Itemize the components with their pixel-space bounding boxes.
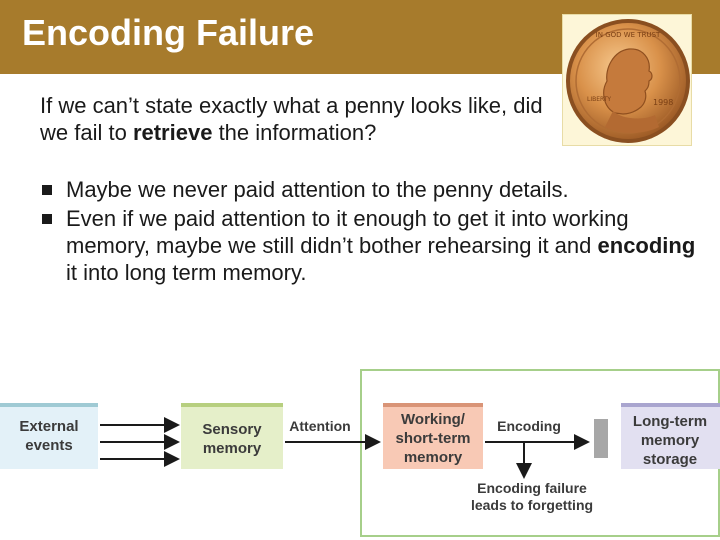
bullet-square-icon (42, 185, 52, 195)
sensory-memory-line2: memory (203, 440, 262, 457)
retrieve-emphasis: retrieve (132, 120, 213, 145)
slide-title: Encoding Failure (22, 12, 315, 53)
encoding-block (594, 419, 608, 458)
working-memory-box (383, 405, 483, 469)
attention-label: Attention (289, 418, 350, 434)
sensory-memory-box (181, 405, 283, 469)
penny-inscription: LIBERTY (587, 96, 611, 103)
working-memory-line3: memory (404, 449, 463, 466)
long-term-memory-box (621, 405, 720, 469)
working-memory-line1: Working/ (401, 411, 466, 428)
long-term-memory-line1: Long-term (633, 413, 707, 430)
penny-icon: IN GOD WE TRUST LIBERTY 1998 (566, 19, 690, 143)
encoding-failure-line1: Encoding failure (477, 480, 587, 496)
penny-year: 1998 (653, 98, 673, 107)
external-events-line1: External (19, 418, 78, 435)
penny-motto: IN GOD WE TRUST (596, 31, 661, 39)
bullet-item: Even if we paid attention to it enough t… (42, 205, 702, 286)
external-events-line2: events (25, 437, 73, 454)
memory-diagram: External events Sensory memory Attention… (0, 369, 720, 537)
encoding-label: Encoding (497, 418, 561, 434)
long-term-memory-line3: storage (643, 451, 697, 468)
sensory-memory-line1: Sensory (202, 421, 262, 438)
penny-image: IN GOD WE TRUST LIBERTY 1998 (562, 14, 692, 146)
long-term-memory-line2: memory (641, 432, 700, 449)
working-memory-line2: short-term (395, 430, 470, 447)
external-events-box (0, 405, 98, 469)
bullet-square-icon (42, 214, 52, 224)
bullet-list: Maybe we never paid attention to the pen… (42, 176, 702, 288)
question-text: If we can’t state exactly what a penny l… (40, 93, 543, 145)
encoding-emphasis: encoding (597, 233, 696, 258)
encoding-failure-line2: leads to forgetting (471, 497, 593, 513)
bullet-item: Maybe we never paid attention to the pen… (42, 176, 702, 203)
